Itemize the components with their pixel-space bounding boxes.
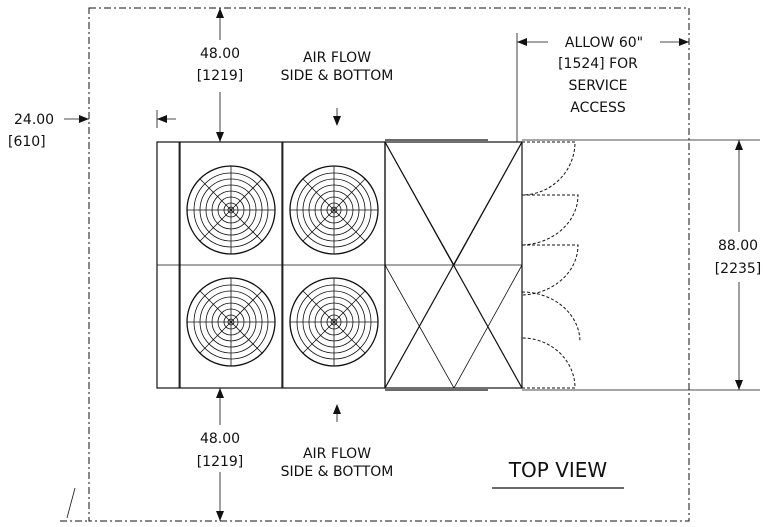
service-note-line-3: SERVICE [568,78,627,94]
door-swing-arcs [521,141,581,389]
service-note-line-1: ALLOW 60" [565,35,643,51]
bottom-airflow-label-2: SIDE & BOTTOM [281,464,394,480]
top-clearance-dimension [216,8,224,142]
top-airflow-arrow [333,108,341,126]
service-section [384,139,523,391]
bottom-airflow-arrow [333,404,341,422]
service-access-dimension [516,33,689,142]
leader-line [66,487,76,519]
fan-icon [186,165,276,255]
top-clearance-mm: [1219] [197,68,244,84]
left-clearance-dimension [64,110,176,128]
condenser-fans [186,165,379,367]
unit-outline [156,141,386,389]
bottom-clearance-dimension [216,388,224,521]
top-airflow-label-1: AIR FLOW [303,50,371,66]
service-note-line-4: ACCESS [570,100,626,116]
bottom-clearance-mm: [1219] [197,454,244,470]
left-clearance-value: 24.00 [14,112,54,128]
bottom-airflow-label-1: AIR FLOW [303,446,371,462]
height-dimension [522,139,760,391]
top-airflow-label-2: SIDE & BOTTOM [281,68,394,84]
height-value: 88.00 [718,238,758,254]
height-mm: [2235] [715,261,762,277]
clearance-boundary [88,7,690,522]
bottom-clearance-value: 48.00 [200,431,240,447]
view-title: TOP VIEW [508,458,608,482]
left-clearance-mm: [610] [8,134,46,150]
fan-icon [289,165,379,255]
service-note-line-2: [1524] FOR [558,56,638,72]
top-clearance-value: 48.00 [200,46,240,62]
fan-icon [186,277,276,367]
fan-icon [289,277,379,367]
